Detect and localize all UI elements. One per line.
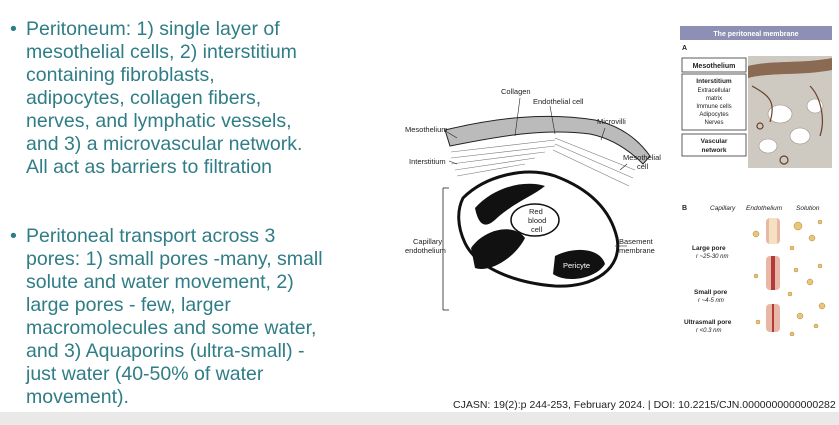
label-microvilli: Microvilli bbox=[597, 117, 626, 126]
label-endothelial-cell: Endothelial cell bbox=[533, 97, 584, 106]
bullet-line: containing fibroblasts, bbox=[26, 64, 215, 86]
vascular-network-label: network bbox=[702, 147, 727, 154]
interstitium-item: Nerves bbox=[704, 120, 723, 126]
column-header-solution: Solution bbox=[796, 205, 820, 212]
bullet-line: Peritoneum: 1) single layer of bbox=[26, 18, 280, 40]
peritoneal-membrane-figure: The peritoneal membrane A Mesothelium In… bbox=[680, 26, 832, 337]
label-red-blood-cell: cell bbox=[531, 225, 543, 234]
pore-diagram bbox=[766, 218, 780, 332]
slide: • Peritoneum: 1) single layer of mesothe… bbox=[10, 18, 836, 411]
interstitium-item: Adipocytes bbox=[699, 112, 728, 118]
bullet-line: nerves, and lymphatic vessels, bbox=[26, 110, 292, 132]
ultrasmall-pore-size: r <0.3 nm bbox=[696, 328, 722, 334]
peritoneal-cross-section-figure: Collagen Endothelial cell Microvilli Mes… bbox=[405, 87, 661, 311]
mesothelium-layer-shape bbox=[444, 115, 651, 165]
label-mesothelial-cell: cell bbox=[637, 162, 649, 171]
bullet-list: • Peritoneum: 1) single layer of mesothe… bbox=[10, 18, 380, 409]
histology-mesothelium bbox=[748, 58, 832, 78]
bullet-line: adipocytes, collagen fibers, bbox=[26, 87, 262, 109]
small-pore-channel bbox=[771, 256, 775, 290]
bullet-line: movement). bbox=[26, 386, 129, 408]
mesothelium-box bbox=[681, 57, 747, 73]
label-red-blood-cell: blood bbox=[528, 216, 546, 225]
figure-title: The peritoneal membrane bbox=[713, 31, 798, 38]
citation: CJASN: 19(2):p 244-253, February 2024. |… bbox=[453, 399, 836, 411]
bullet-peritoneum: • Peritoneum: 1) single layer of mesothe… bbox=[10, 18, 380, 179]
bullet-marker: • bbox=[10, 18, 17, 40]
interstitium-box bbox=[681, 73, 747, 131]
label-basement-membrane: Basement bbox=[619, 237, 654, 246]
endothelial-cell-shape bbox=[475, 183, 545, 225]
histology-adipocytes bbox=[758, 98, 824, 154]
panel-b-label: B bbox=[682, 205, 687, 212]
large-pore-channel bbox=[769, 218, 777, 244]
bullet-line: just water (40-50% of water bbox=[26, 363, 264, 385]
bullet-line: macromolecules and some water, bbox=[26, 317, 317, 339]
figure-title-bar bbox=[680, 26, 832, 40]
bullet-line: large pores - few, larger bbox=[26, 294, 231, 316]
column-header-capillary: Capillary bbox=[710, 205, 736, 212]
ultrasmall-pore-channel bbox=[772, 304, 774, 332]
label-red-blood-cell: Red bbox=[529, 207, 543, 216]
bullet-line: All act as barriers to filtration bbox=[26, 156, 273, 178]
small-pore-label: Small pore bbox=[694, 289, 728, 296]
bullet-line: and 3) a microvascular network. bbox=[26, 133, 303, 155]
bullet-line: solute and water movement, 2) bbox=[26, 271, 294, 293]
solute-particles bbox=[752, 219, 826, 337]
bullet-line: Peritoneal transport across 3 bbox=[26, 225, 276, 247]
interstitium-item: Extracellular bbox=[697, 88, 730, 94]
bullet-line: mesothelial cells, 2) interstitium bbox=[26, 41, 297, 63]
bullet-line: and 3) Aquaporins (ultra-small) - bbox=[26, 340, 305, 362]
footer-bar bbox=[0, 412, 839, 425]
vascular-network-box bbox=[681, 133, 747, 157]
ultrasmall-pore-label: Ultrasmall pore bbox=[684, 319, 732, 326]
label-mesothelial-cell: Mesothelial bbox=[623, 153, 661, 162]
label-capillary-endothelium: Capillary bbox=[413, 237, 442, 246]
red-blood-cell-shape bbox=[510, 203, 560, 237]
interstitium-item: matrix bbox=[706, 96, 722, 102]
label-mesothelium: Mesothelium bbox=[405, 125, 448, 134]
large-pore-label: Large pore bbox=[692, 245, 726, 252]
label-interstitium: Interstitium bbox=[409, 157, 446, 166]
histology-vessels bbox=[751, 85, 823, 165]
small-pore-size: r ~4-5 nm bbox=[698, 298, 724, 304]
label-basement-membrane: membrane bbox=[619, 246, 655, 255]
label-collagen: Collagen bbox=[501, 87, 531, 96]
pointer-lines bbox=[446, 97, 628, 247]
interstitium-fibers bbox=[450, 137, 636, 187]
bullet-line: pores: 1) small pores -many, small bbox=[26, 248, 323, 270]
mesothelium-label: Mesothelium bbox=[693, 63, 736, 70]
column-header-endothelium: Endothelium bbox=[746, 205, 783, 212]
interstitium-item: Immune cells bbox=[696, 104, 731, 110]
pericyte-shape bbox=[553, 249, 605, 280]
bullet-marker: • bbox=[10, 225, 17, 247]
label-pericyte: Pericyte bbox=[563, 261, 590, 270]
panel-a-label: A bbox=[682, 45, 687, 52]
interstitium-label: Interstitium bbox=[696, 78, 732, 85]
endothelial-cell-shape bbox=[471, 229, 525, 269]
vascular-network-label: Vascular bbox=[701, 138, 728, 145]
large-pore-size: r ~25-30 nm bbox=[696, 254, 729, 260]
label-capillary-endothelium: endothelium bbox=[405, 246, 446, 255]
bullet-transport: • Peritoneal transport across 3 pores: 1… bbox=[10, 225, 380, 409]
